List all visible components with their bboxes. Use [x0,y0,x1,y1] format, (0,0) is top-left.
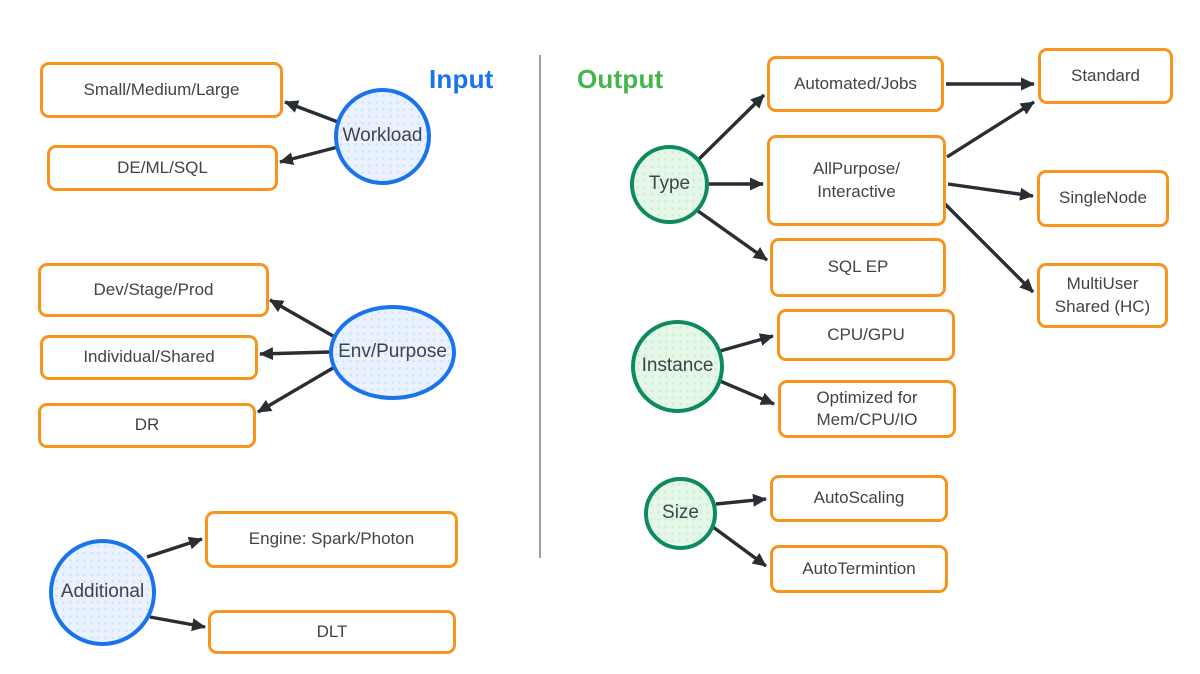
arrow-allpurpose-to-singlenode [947,182,1034,201]
node-label: Small/Medium/Large [83,79,240,99]
arrow-type-to-sql-ep [697,209,768,262]
node-label: Engine: Spark/Photon [248,529,415,549]
arrow-workload-to-de-ml-sql [279,145,339,166]
node-label: Optimized for Mem/CPU/IO [816,387,918,429]
arrow-instance-to-optimized [719,379,775,406]
node-optimized-for-mem-cpu-io: Optimized for Mem/CPU/IO [778,380,956,438]
node-small-medium-large: Small/Medium/Large [40,62,283,118]
node-label: DLT [316,621,348,641]
arrow-allpurpose-to-standard [946,100,1035,159]
arrow-env-to-dr [257,366,334,414]
node-env-purpose: Env/Purpose [329,305,456,400]
node-singlenode: SingleNode [1037,170,1169,227]
node-type: Type [630,145,709,224]
node-cpu-gpu: CPU/GPU [777,309,955,361]
arrow-env-to-individual-shared [259,347,331,361]
node-label: AutoScaling [813,488,905,508]
node-label: Type [648,173,691,195]
node-individual-shared: Individual/Shared [40,335,258,380]
node-instance: Instance [631,320,724,413]
arrow-additional-to-dlt [149,615,206,632]
node-additional: Additional [49,539,156,646]
node-label: AllPurpose/ Interactive [813,159,900,201]
node-label: Automated/Jobs [794,73,917,93]
arrow-workload-to-small-medium-large [284,100,339,124]
arrow-type-to-automated-jobs [697,93,766,161]
node-label: MultiUser Shared (HC) [1054,274,1151,316]
node-label: Env/Purpose [338,341,447,363]
arrow-size-to-autotermintion [711,525,768,568]
node-label: Dev/Stage/Prod [93,279,214,299]
node-dr: DR [38,403,256,448]
arrow-env-to-dev-stage-prod [269,298,334,338]
node-label: Instance [641,355,714,377]
input-section-title: Input [429,64,494,94]
node-size: Size [644,477,717,550]
node-dlt: DLT [208,610,456,654]
node-multiuser-shared-hc: MultiUser Shared (HC) [1037,263,1168,328]
node-dev-stage-prod: Dev/Stage/Prod [38,263,269,317]
node-label: Size [662,502,699,524]
node-autotermintion: AutoTermintion [770,545,948,593]
node-standard: Standard [1038,48,1173,104]
node-label: DR [134,415,160,435]
node-sql-ep: SQL EP [770,238,946,297]
node-workload: Workload [334,88,431,185]
node-label: Workload [342,125,423,147]
node-label: CPU/GPU [827,324,905,344]
node-engine-spark-photon: Engine: Spark/Photon [205,511,458,568]
node-label: Additional [60,581,145,603]
node-label: Individual/Shared [83,347,215,367]
node-label: AutoTermintion [802,558,916,578]
node-de-ml-sql: DE/ML/SQL [47,145,278,191]
node-autoscaling: AutoScaling [770,475,948,522]
output-section-title: Output [577,64,664,94]
arrow-allpurpose-to-multiuser [942,201,1035,294]
node-label: DE/ML/SQL [117,157,208,177]
node-automated-jobs: Automated/Jobs [767,56,944,112]
node-label: SingleNode [1059,188,1147,208]
arrow-size-to-autoscaling [715,493,767,507]
node-label: Standard [1071,65,1140,85]
node-label: SQL EP [827,257,889,277]
arrow-additional-to-engine [146,536,203,559]
node-allpurpose-interactive: AllPurpose/ Interactive [767,135,946,226]
arrow-instance-to-cpu-gpu [719,333,774,353]
